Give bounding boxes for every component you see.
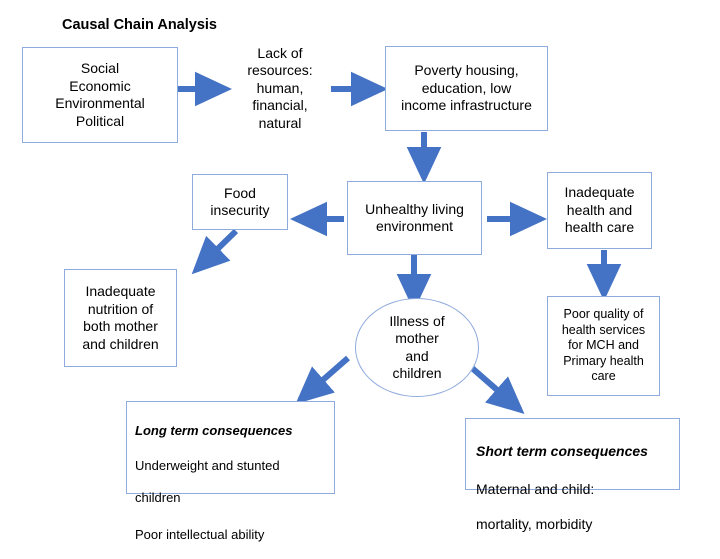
node-unhealthy-living[interactable]: Unhealthy living environment bbox=[347, 181, 482, 255]
short-term-heading: Short term consequences bbox=[476, 442, 648, 459]
long-term-line-1: Underweight and stunted bbox=[135, 457, 280, 473]
node-social[interactable]: Social Economic Environmental Political bbox=[22, 47, 178, 143]
node-lack-resources[interactable]: Lack of resources: human, financial, nat… bbox=[247, 44, 313, 131]
node-food-insecurity[interactable]: Food insecurity bbox=[192, 174, 288, 230]
node-long-term-consequences[interactable]: Long term consequences Underweight and s… bbox=[126, 401, 335, 542]
long-term-heading: Long term consequences bbox=[135, 423, 293, 439]
node-poor-quality[interactable]: Poor quality of health services for MCH … bbox=[547, 296, 660, 396]
node-inadequate-health-care[interactable]: Inadequate health and health care bbox=[547, 172, 652, 249]
node-poverty[interactable]: Poverty housing, education, low income i… bbox=[385, 46, 548, 131]
page-title: Causal Chain Analysis bbox=[62, 17, 217, 33]
long-term-line-2: children bbox=[135, 490, 181, 506]
node-short-term-consequences[interactable]: Short term consequences Maternal and chi… bbox=[465, 418, 680, 532]
short-term-line-1: Maternal and child: bbox=[476, 480, 595, 497]
long-term-line-3: Poor intellectual ability bbox=[135, 526, 265, 542]
diagram-canvas: Causal Chain Analysis Social Economic En… bbox=[22, 17, 680, 542]
node-inadequate-nutrition[interactable]: Inadequate nutrition of both mother and … bbox=[64, 269, 177, 367]
short-term-line-2: mortality, morbidity bbox=[476, 515, 593, 532]
node-illness[interactable]: Illness of mother and children bbox=[355, 298, 479, 397]
